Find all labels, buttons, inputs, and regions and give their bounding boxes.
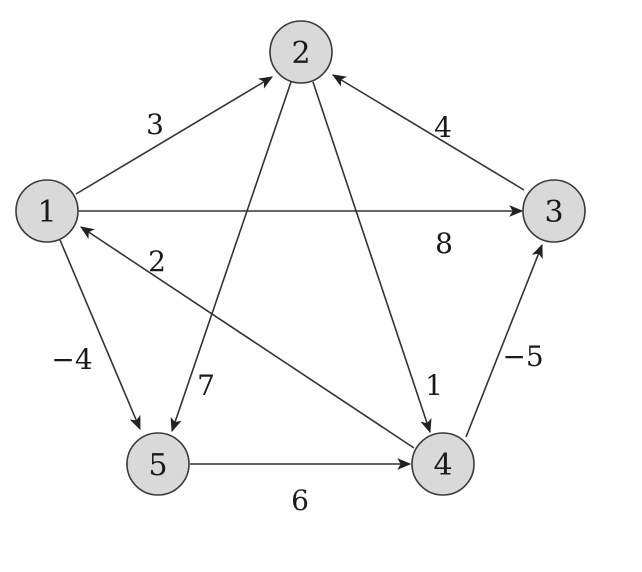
node-3: 3 [522, 179, 586, 243]
weight-2-5: 7 [197, 369, 215, 402]
weight-1-5: −4 [51, 343, 92, 376]
edge-1-5 [59, 239, 141, 431]
weight-2-4: 1 [425, 369, 443, 402]
node-2: 2 [269, 20, 333, 84]
edge-2-5 [170, 81, 292, 433]
node-1-label: 1 [37, 195, 56, 230]
weight-4-1: 2 [148, 245, 166, 278]
node-4-label: 4 [433, 448, 452, 483]
weight-5-4: 6 [291, 484, 309, 517]
weight-1-3: 8 [435, 227, 453, 260]
node-2-label: 2 [291, 36, 310, 71]
edge-4-3 [465, 243, 543, 438]
nodes: 1 2 3 4 5 [15, 20, 586, 496]
edge-3-2 [332, 74, 525, 191]
node-4: 4 [411, 432, 475, 496]
edge-weights: 3 8 −4 7 1 4 2 −5 6 [51, 108, 543, 517]
weight-4-3: −5 [502, 340, 543, 373]
edge-4-1 [80, 226, 415, 449]
node-5: 5 [126, 432, 190, 496]
weight-3-2: 4 [434, 111, 452, 144]
node-1: 1 [15, 179, 79, 243]
weight-1-2: 3 [146, 108, 164, 141]
edge-2-4 [312, 81, 432, 434]
node-5-label: 5 [148, 448, 167, 483]
edge-1-2 [75, 76, 274, 195]
node-3-label: 3 [544, 195, 563, 230]
edges [59, 74, 543, 470]
